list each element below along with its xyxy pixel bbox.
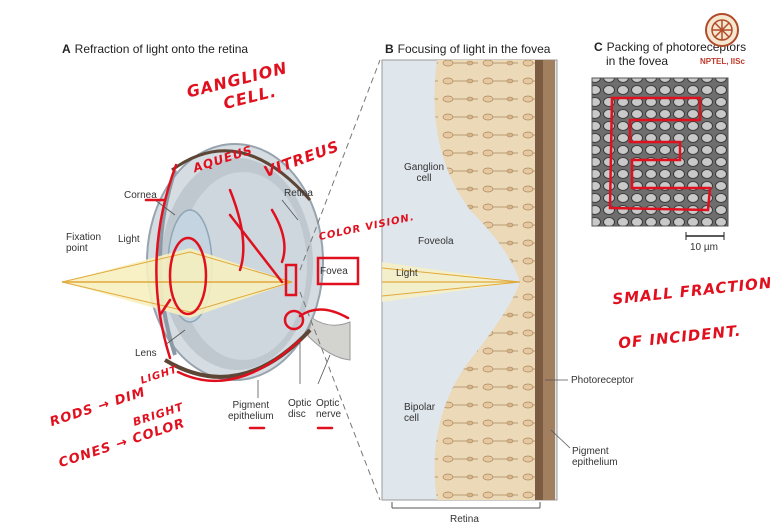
nptel-logo-seal bbox=[706, 14, 738, 46]
label-fovea: Fovea bbox=[320, 266, 348, 277]
label-photoreceptor: Photoreceptor bbox=[571, 375, 634, 386]
label-fixation-point: Fixation point bbox=[66, 232, 101, 254]
scale-bar-label: 10 µm bbox=[690, 242, 718, 253]
label-pigment-epithelium-b: Pigment epithelium bbox=[572, 446, 618, 468]
label-light-a: Light bbox=[118, 234, 140, 245]
label-optic-disc: Optic disc bbox=[288, 398, 311, 420]
label-retina-b: Retina bbox=[450, 514, 479, 525]
label-bipolar-cell: Bipolar cell bbox=[404, 402, 435, 424]
fovea-section bbox=[382, 60, 570, 508]
label-ganglion-cell: Ganglion cell bbox=[404, 162, 444, 184]
label-foveola: Foveola bbox=[418, 236, 454, 247]
label-cornea: Cornea bbox=[124, 190, 157, 201]
nptel-logo-text: NPTEL, IISc bbox=[700, 57, 745, 66]
label-optic-nerve: Optic nerve bbox=[316, 398, 341, 420]
label-lens: Lens bbox=[135, 348, 157, 359]
label-retina-a: Retina bbox=[284, 188, 313, 199]
label-light-b: Light bbox=[396, 268, 418, 279]
label-pigment-epithelium-a: Pigment epithelium bbox=[228, 400, 274, 422]
